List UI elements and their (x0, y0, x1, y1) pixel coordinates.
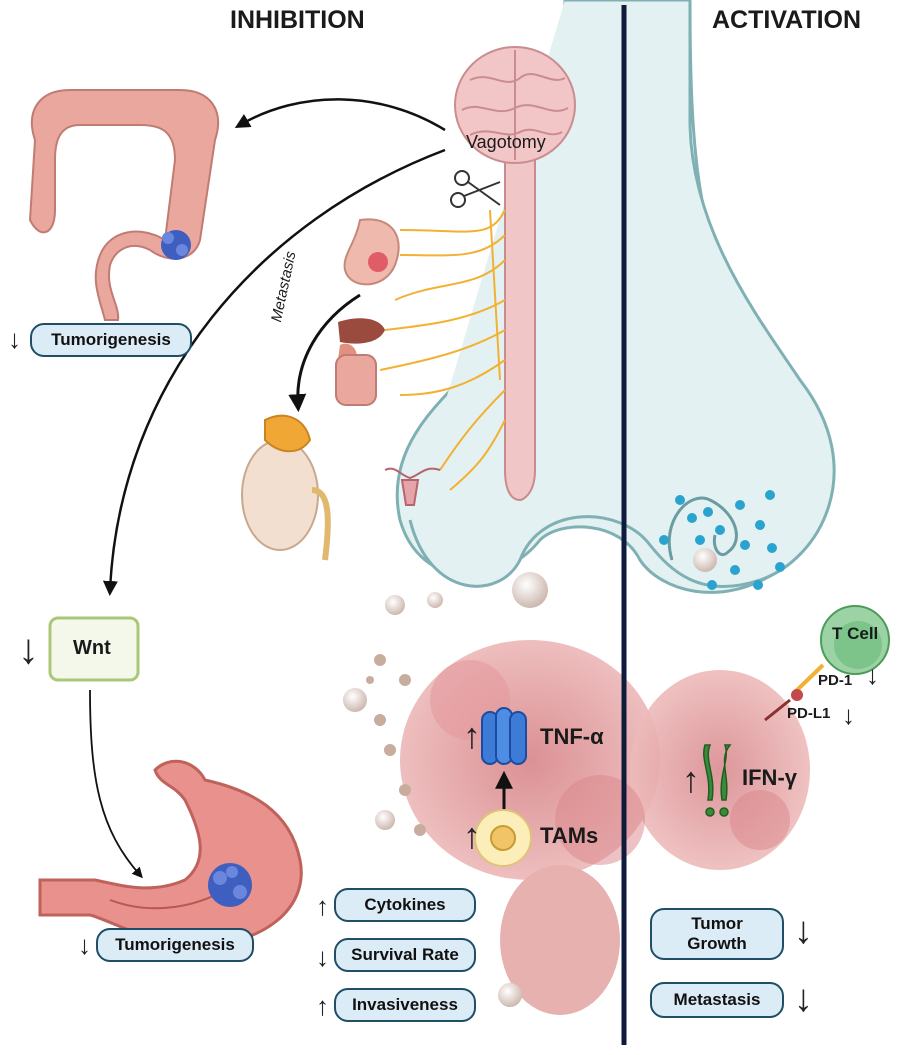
metastasis-arrow (288, 293, 361, 413)
down-arrow-icon: ↓ (18, 625, 39, 672)
down-arrow-icon: ↓ (866, 660, 879, 690)
pd1-label: PD-1 (818, 672, 853, 689)
nerve-fibers (379, 209, 506, 491)
vagus-nerve (504, 149, 536, 502)
down-arrow-icon: ↓ (794, 910, 813, 952)
ifn-label: IFN-γ (742, 765, 797, 790)
t-cell (820, 605, 890, 675)
cytokines-pill: Cytokines (334, 888, 476, 922)
up-arrow-icon: ↑ (682, 759, 700, 800)
scissors-icon (450, 170, 501, 208)
brain (454, 46, 576, 164)
down-arrow-icon: ↓ (78, 930, 91, 960)
tams-label: TAMs (540, 823, 599, 848)
survival-rate-pill: Survival Rate (334, 938, 476, 972)
arrow-wnt-to-stomach (89, 689, 143, 879)
wnt-label: Wnt (73, 637, 111, 659)
pdl1-label: PD-L1 (787, 705, 831, 722)
abdominal-organs-illustration (335, 318, 385, 406)
arrow-to-colon (234, 98, 446, 132)
down-arrow-icon: ↓ (794, 978, 813, 1020)
breast-illustration (343, 218, 400, 286)
down-arrow-icon: ↓ (8, 324, 21, 354)
header-inhibition: INHIBITION (230, 6, 365, 34)
uterus-illustration (384, 467, 441, 506)
tumor-mass (400, 640, 810, 1015)
tumor-growth-line2: Growth (687, 934, 747, 953)
metastasis-pill: Metastasis (650, 982, 784, 1018)
colon-illustration (28, 89, 220, 321)
tnf-receptor-icon (481, 707, 527, 765)
vagotomy-label: Vagotomy (466, 132, 546, 152)
invasiveness-pill: Invasiveness (334, 988, 476, 1022)
up-arrow-icon: ↑ (463, 715, 481, 756)
tnf-label: TNF-α (540, 724, 604, 749)
pd1-pdl1-binding (764, 663, 825, 722)
wnt-box (48, 616, 140, 682)
colon-tumorigenesis-pill: Tumorigenesis (30, 323, 192, 357)
vesicles (659, 490, 785, 590)
vesicle-pocket (667, 496, 738, 561)
tam-cell (474, 809, 532, 867)
up-arrow-icon: ↑ (316, 891, 329, 921)
cytokine-particles (343, 548, 717, 1007)
ifn-receptor-icon (703, 744, 732, 817)
stomach-tumorigenesis-pill: Tumorigenesis (96, 928, 254, 962)
down-arrow-icon: ↓ (316, 942, 329, 972)
tumor-growth-line1: Tumor (691, 914, 743, 933)
kidney-illustration (241, 414, 331, 561)
up-arrow-icon: ↑ (316, 991, 329, 1021)
header-activation: ACTIVATION (712, 6, 862, 34)
arrow-to-wnt (102, 148, 446, 596)
up-arrow-icon: ↑ (463, 815, 481, 856)
tumor-growth-pill: Tumor Growth (650, 908, 784, 960)
stomach-illustration (38, 759, 303, 947)
tcell-label: T Cell (832, 624, 879, 643)
down-arrow-icon: ↓ (842, 700, 855, 730)
